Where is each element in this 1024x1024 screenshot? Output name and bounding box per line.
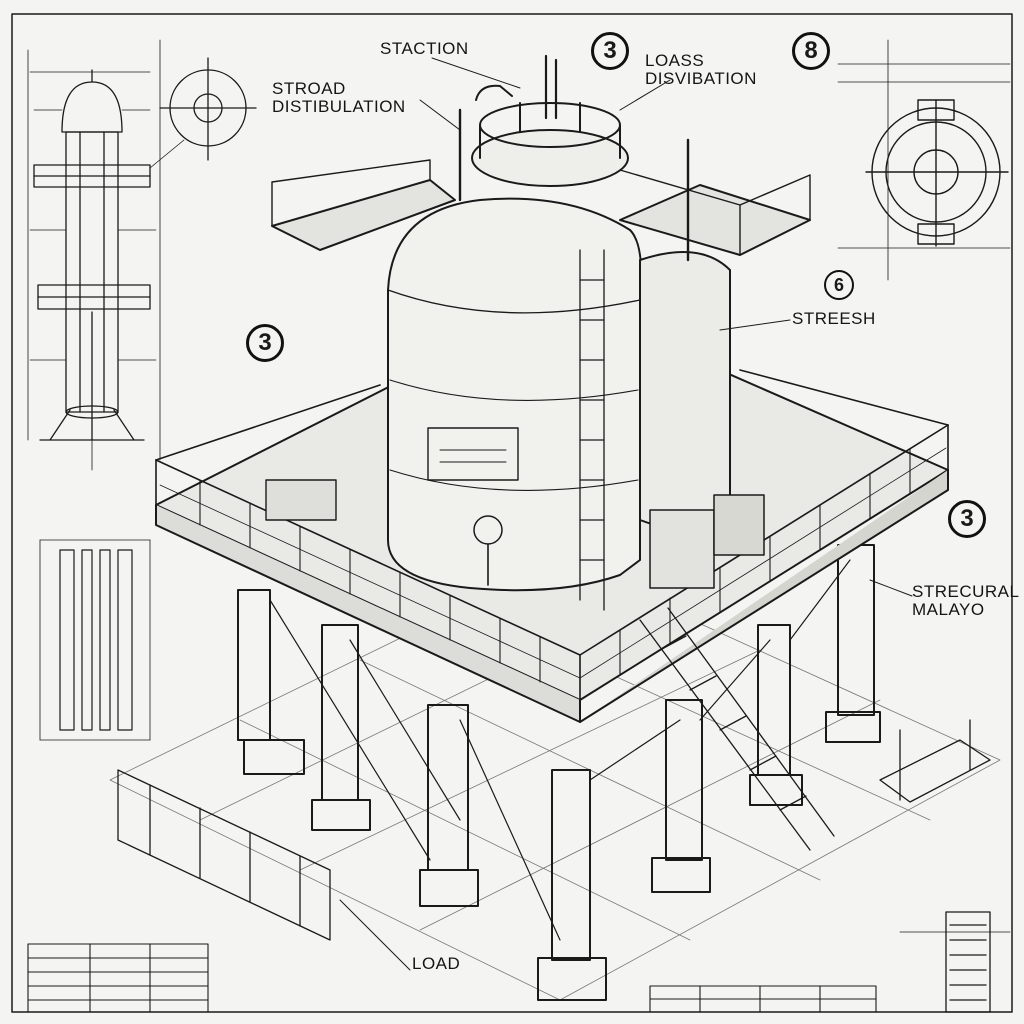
pipe-section-bottom-right: [899, 911, 1011, 1013]
callout-badge-top-center: 3: [591, 32, 629, 70]
label-streesh: STREESH: [792, 309, 876, 328]
label-load: LOAD: [412, 954, 461, 973]
label-staction: STACTION: [380, 39, 469, 58]
title-block-table-left: [27, 943, 209, 1013]
gate-detail: [117, 769, 331, 941]
main-structure: [109, 54, 1001, 1001]
callout-badge-top-right: 8: [792, 32, 830, 70]
label-stregural: STRECURAL MALAYO: [912, 582, 1020, 619]
label-stroad-distribution: STROAD DISTIBULATION: [272, 79, 406, 116]
leader-lines: [339, 57, 913, 971]
flange-detail-top-right: [837, 39, 1011, 281]
callout-badge-right-mid: 3: [948, 500, 986, 538]
sheet-border: [11, 13, 1013, 1013]
label-loass-disvibation: LOASS DISVIBATION: [645, 51, 757, 88]
pipe-section-left: [39, 539, 151, 741]
left-tower-elevation: [27, 39, 161, 471]
title-block-table-center: [649, 985, 877, 1013]
callout-badge-left-mid: 3: [246, 324, 284, 362]
flange-detail-top-left: [149, 57, 257, 169]
bench-detail: [879, 719, 991, 803]
callout-badge-right-upper: 6: [824, 270, 854, 300]
